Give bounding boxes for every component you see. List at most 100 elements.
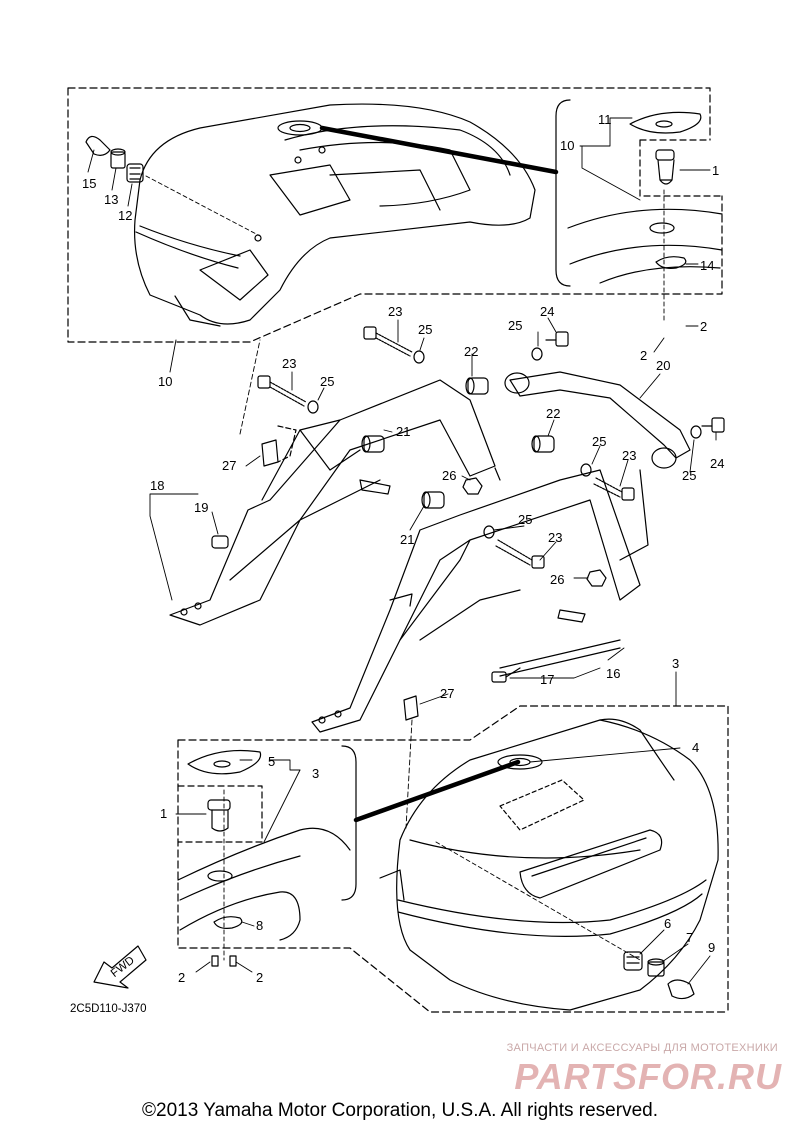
callout-8: 8 — [256, 918, 263, 933]
callout-17: 17 — [540, 672, 554, 687]
clip-27a-link — [239, 339, 261, 435]
collar-21-a — [361, 435, 385, 453]
callout-2-c: 2 — [178, 970, 185, 985]
lower-detail-outline — [177, 785, 263, 843]
leader-lines — [87, 117, 717, 985]
lock-cylinder-1-upper — [655, 149, 675, 185]
collar-13 — [110, 148, 126, 169]
clip-27-b — [403, 695, 419, 721]
callout-22-a: 22 — [464, 344, 478, 359]
damper-6 — [623, 951, 643, 971]
copyright-notice: ©2013 Yamaha Motor Corporation, U.S.A. A… — [142, 1100, 658, 1121]
upper-detail-outline — [639, 139, 723, 197]
detail-panel-hole — [649, 222, 675, 234]
callout-2-b: 2 — [640, 348, 647, 363]
collar-22-b — [531, 435, 555, 453]
washer-25-f — [690, 425, 702, 439]
figure-code: 2C5D110-J370 — [70, 1003, 147, 1015]
callout-3-upper: 3 — [672, 656, 679, 671]
bolt-24-a — [545, 331, 569, 347]
screws-2-lower — [211, 955, 237, 967]
lower-detail-bracket — [341, 745, 357, 901]
detail-panel-curves — [567, 208, 723, 284]
washer-25-b — [307, 400, 319, 414]
callout-19: 19 — [194, 500, 208, 515]
washer-25-a — [413, 350, 425, 364]
nut-26-b — [586, 569, 607, 587]
washer-25-d — [580, 463, 592, 477]
callout-25-f: 25 — [518, 512, 532, 527]
washer-25-c — [531, 347, 543, 361]
upper-detail-bracket — [555, 99, 571, 287]
callout-labels: 15 13 12 10 10 11 1 14 2 2 23 25 22 25 2… — [70, 112, 724, 1015]
fwd-arrow-icon — [93, 945, 147, 989]
callout-11: 11 — [598, 112, 612, 127]
watermark-tagline: ЗАПЧАСТИ И АКСЕССУАРЫ ДЛЯ МОТОТЕХНИКИ — [506, 1042, 778, 1054]
callout-22-b: 22 — [546, 406, 560, 421]
callout-1-upper: 1 — [712, 163, 719, 178]
callout-23-b: 23 — [282, 356, 296, 371]
lower-group-outline — [177, 705, 729, 1013]
upper-group-outline — [67, 87, 723, 343]
collar-22-a — [465, 377, 489, 395]
pin-15 — [85, 135, 111, 156]
lock-cover-11 — [629, 111, 702, 134]
callout-23-c: 23 — [622, 448, 636, 463]
callout-25-a: 25 — [418, 322, 432, 337]
pin-17 — [491, 667, 521, 683]
right-saddlebag — [379, 718, 719, 1011]
lower-center-line — [435, 841, 641, 961]
stay-16-boundary — [494, 467, 649, 561]
callout-10-upper: 10 — [560, 138, 574, 153]
callout-27-a: 27 — [222, 458, 236, 473]
callout-20: 20 — [656, 358, 670, 373]
saddlebag-stay-16 — [311, 469, 641, 733]
bolt-23-a — [363, 326, 413, 357]
callout-2-d: 2 — [256, 970, 263, 985]
callout-25-d: 25 — [592, 434, 606, 449]
lower-panel-hole — [207, 870, 233, 882]
callout-5: 5 — [268, 754, 275, 769]
bolt-23-d — [495, 539, 545, 569]
callout-26-b: 26 — [550, 572, 564, 587]
callout-3-lower: 3 — [312, 766, 319, 781]
callout-25-e: 25 — [682, 468, 696, 483]
callout-23-a: 23 — [388, 304, 402, 319]
clip-8 — [213, 916, 243, 929]
callout-7: 7 — [686, 930, 693, 945]
callout-21-b: 21 — [400, 532, 414, 547]
lower-detail-panel — [177, 827, 351, 941]
callout-12: 12 — [118, 208, 132, 223]
callout-15: 15 — [82, 176, 96, 191]
collar-21-b — [421, 491, 445, 509]
callout-24-b: 24 — [710, 456, 724, 471]
lower-detail-pointer — [353, 759, 521, 823]
callout-25-b: 25 — [508, 318, 522, 333]
callout-14: 14 — [700, 258, 714, 273]
pin-9 — [667, 979, 695, 1000]
clip-27b-link — [405, 719, 413, 829]
callout-26-a: 26 — [442, 468, 456, 483]
callout-6: 6 — [664, 916, 671, 931]
callout-25-c: 25 — [320, 374, 334, 389]
collar-7 — [647, 958, 665, 977]
callout-2-a: 2 — [700, 319, 707, 334]
lock-cover-5 — [187, 749, 262, 775]
damper-12 — [126, 163, 144, 183]
bolt-23-b — [257, 375, 307, 407]
callout-27-b: 27 — [440, 686, 454, 701]
callout-9: 9 — [708, 940, 715, 955]
callout-21-a: 21 — [396, 424, 410, 439]
watermark-logo: PARTSFOR.RU — [514, 1056, 782, 1097]
collar-19 — [211, 535, 229, 549]
clip-14 — [655, 256, 687, 269]
bolt-24-b — [701, 417, 725, 433]
clip-27-a — [261, 425, 297, 467]
stay-20 — [504, 371, 691, 469]
upper-detail-pointer — [319, 125, 559, 175]
upper-center-line — [145, 175, 261, 237]
callout-1-lower: 1 — [160, 806, 167, 821]
callout-10-lower: 10 — [158, 374, 172, 389]
washer-25-e — [483, 525, 495, 539]
